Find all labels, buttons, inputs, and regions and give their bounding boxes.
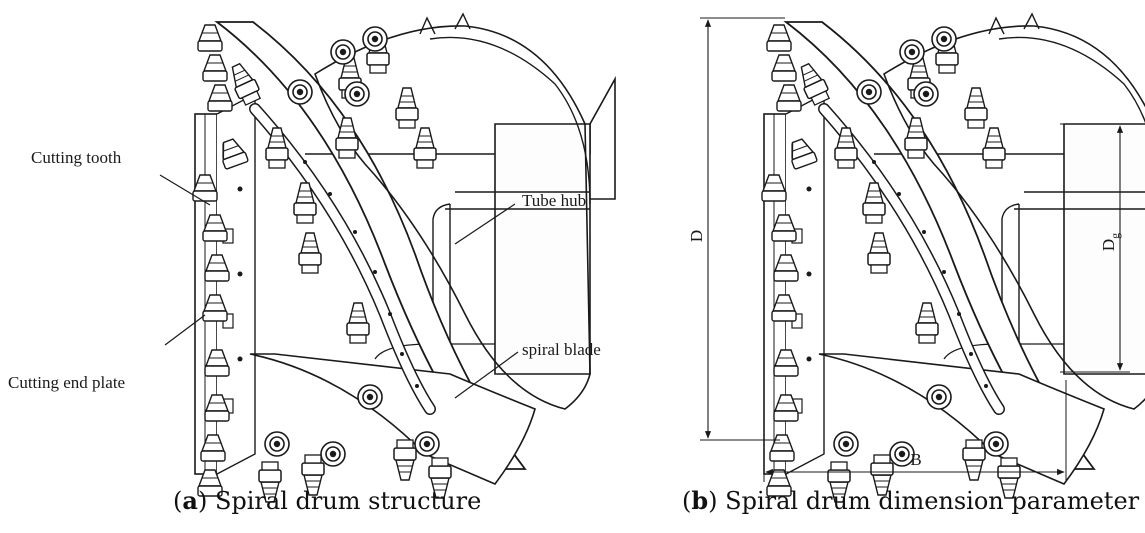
label-cutting-end-plate: Cutting end plate — [8, 373, 125, 392]
dimension-label-D: D — [687, 230, 706, 242]
dimension-label-Dg: Dg — [1099, 233, 1122, 251]
caption-b: (b) Spiral drum dimension parameter — [682, 486, 1140, 515]
label-spiral-blade: spiral blade — [522, 340, 601, 359]
dimension-label-B: B — [910, 450, 921, 469]
panel-a: Cutting tooth Tube hub spiral blade Cutt… — [8, 14, 615, 502]
label-tube-hub: Tube hub — [522, 191, 586, 210]
leader-tube-hub — [454, 203, 516, 245]
label-cutting-tooth: Cutting tooth — [31, 148, 122, 167]
leader-cutting-end-plate — [164, 314, 206, 346]
drum-structure-drawing — [193, 14, 615, 502]
leader-cutting-tooth — [159, 174, 211, 206]
panel-b: D Dg B — [687, 14, 1145, 502]
leader-spiral-blade — [454, 351, 519, 399]
drum-dimension-drawing — [762, 14, 1145, 502]
caption-a: (a) Spiral drum structure — [173, 486, 482, 515]
